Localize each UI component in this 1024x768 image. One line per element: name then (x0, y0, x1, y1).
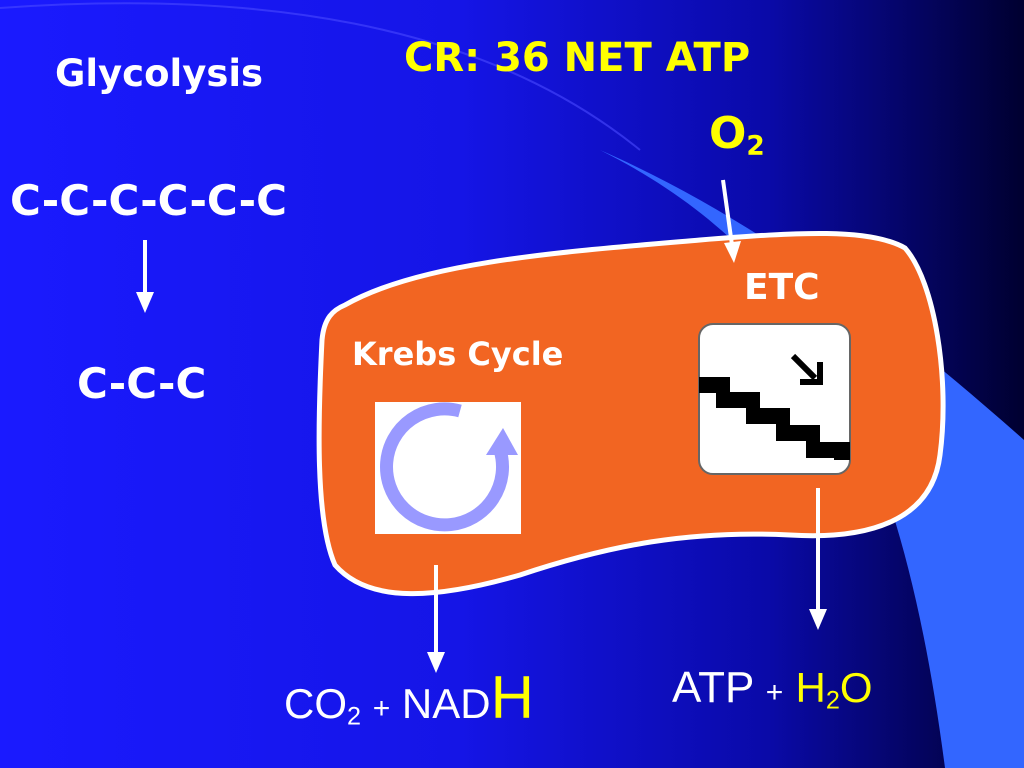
water-text: H2O (795, 664, 873, 715)
water-oxygen: O (839, 664, 873, 711)
oxygen-label: O2 (709, 112, 765, 160)
etc-label: ETC (744, 267, 820, 308)
glucose-carbon-chain: C-C-C-C-C-C (10, 176, 287, 225)
water-hydrogen: H (795, 664, 826, 711)
co2-text: CO (284, 680, 347, 727)
water-subscript: 2 (825, 686, 840, 715)
etc-to-products-arrow (809, 488, 827, 630)
nadh-hydrogen: H (490, 664, 534, 731)
atp-text: ATP (672, 663, 754, 712)
krebs-to-products-arrow (427, 565, 445, 673)
background-faint-arc (0, 2, 641, 151)
krebs-cycle-label: Krebs Cycle (352, 335, 564, 373)
plus-sign-left: + (372, 692, 391, 725)
oxygen-symbol: O (709, 108, 747, 159)
oxygen-subscript: 2 (746, 130, 765, 162)
slide-title: CR: 36 NET ATP (404, 35, 751, 81)
plus-sign-right: + (765, 676, 784, 709)
glycolysis-down-arrow (136, 240, 154, 313)
products-co2-nadh: CO2 + NADH (284, 668, 534, 731)
glycolysis-label: Glycolysis (55, 52, 264, 95)
oxygen-to-etc-arrow (721, 179, 741, 263)
products-atp-h2o: ATP + H2O (672, 663, 873, 715)
pyruvate-carbon-chain: C-C-C (77, 359, 207, 408)
nad-text: NAD (401, 680, 491, 727)
co2-subscript: 2 (347, 702, 362, 731)
